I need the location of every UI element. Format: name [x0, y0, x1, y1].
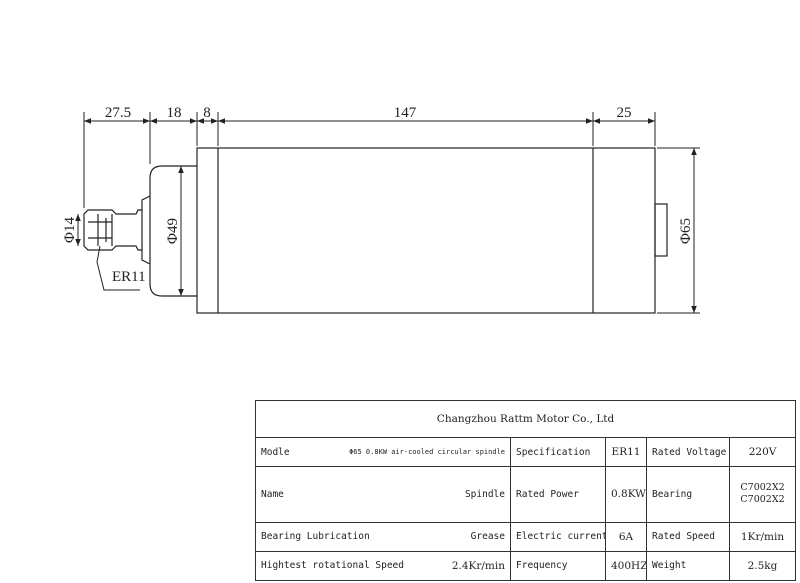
highest-speed-label: Hightest rotational Speed	[261, 560, 404, 572]
rated-speed-label: Rated Speed	[646, 521, 730, 552]
rated-voltage-value: 220V	[728, 436, 797, 468]
weight-label: Weight	[646, 550, 730, 582]
electric-current-label: Electric current	[510, 521, 606, 552]
spec-table: Changzhou Rattm Motor Co., Ltd Modle Φ65…	[254, 400, 797, 582]
spindle-drawing: 27.5 18 8 147 25 Φ65 Φ49 Φ14 ER11	[62, 105, 700, 314]
name-value: Spindle	[464, 488, 505, 500]
spindle-nose	[149, 165, 197, 297]
table-row: Hightest rotational Speed 2.4Kr/min Freq…	[255, 550, 797, 582]
dim-27-5-label: 27.5	[105, 105, 131, 121]
bearing-lubrication-cell: Bearing Lubrication Grease	[255, 521, 511, 552]
er11-leader	[96, 245, 140, 291]
collet-nut	[83, 209, 142, 251]
rated-power-label: Rated Power	[510, 466, 606, 523]
name-cell: Name Spindle	[255, 466, 511, 523]
rated-voltage-label: Rated Voltage	[646, 436, 730, 468]
highest-speed-cell: Hightest rotational Speed 2.4Kr/min	[255, 550, 511, 582]
dim-18-label: 18	[167, 105, 182, 121]
company-name: Changzhou Rattm Motor Co., Ltd	[254, 400, 797, 438]
frequency-value: 400HZ	[605, 550, 647, 582]
rated-power-value: 0.8KW	[605, 466, 647, 523]
dim-phi49-label: Φ49	[165, 218, 181, 244]
spindle-body	[196, 147, 656, 314]
bearing-lubrication-value: Grease	[470, 531, 505, 543]
bearing-value-2: C7002X2	[740, 494, 785, 506]
dim-phi65-label: Φ65	[678, 218, 694, 244]
modle-cell: Modle Φ65 0.8KW air-cooled circular spin…	[255, 436, 511, 468]
dim-phi14-label: Φ14	[62, 217, 78, 243]
nut-flange	[141, 195, 151, 265]
bearing-label: Bearing	[646, 466, 730, 523]
company-row: Changzhou Rattm Motor Co., Ltd	[254, 400, 797, 438]
specification-value: ER11	[605, 436, 647, 468]
frequency-label: Frequency	[510, 550, 606, 582]
rear-connector	[654, 203, 668, 257]
dim-25-label: 25	[617, 105, 632, 121]
rated-speed-value: 1Kr/min	[728, 521, 797, 552]
bearing-value: C7002X2 C7002X2	[728, 466, 797, 523]
table-row: Name Spindle Rated Power 0.8KW Bearing C…	[255, 466, 797, 523]
er11-label: ER11	[112, 269, 146, 285]
dim-147-label: 147	[394, 105, 417, 121]
highest-speed-value: 2.4Kr/min	[451, 559, 505, 572]
modle-label: Modle	[261, 446, 290, 458]
bearing-value-1: C7002X2	[740, 482, 785, 494]
table-row: Bearing Lubrication Grease Electric curr…	[255, 521, 797, 552]
bearing-lubrication-label: Bearing Lubrication	[261, 531, 370, 543]
dim-8-label: 8	[203, 105, 211, 121]
specification-label: Specification	[510, 436, 606, 468]
weight-value: 2.5kg	[728, 550, 797, 582]
table-row: Modle Φ65 0.8KW air-cooled circular spin…	[255, 436, 797, 468]
name-label: Name	[261, 488, 284, 500]
modle-value: Φ65 0.8KW air-cooled circular spindle	[349, 448, 505, 457]
electric-current-value: 6A	[605, 521, 647, 552]
